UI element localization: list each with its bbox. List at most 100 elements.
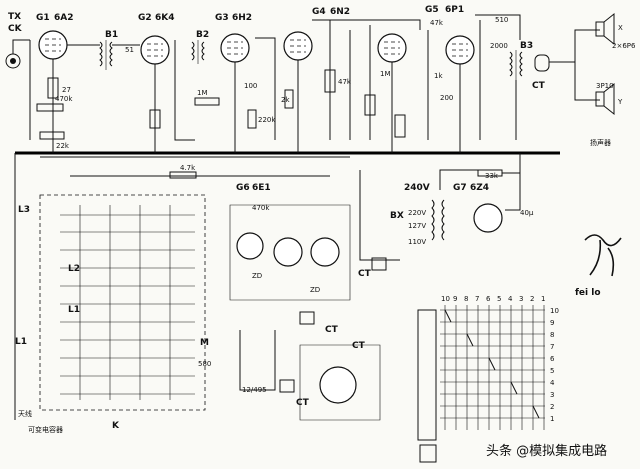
watermark-text: 头条 @模拟集成电路 (486, 443, 607, 459)
speaker-wires (549, 29, 600, 101)
mains-label: 240V (404, 183, 430, 193)
r1m-label: 1M (197, 89, 208, 97)
g1-label: G1 (36, 13, 50, 23)
g4-label: G4 (312, 7, 326, 17)
g5-plate-wire (475, 14, 521, 40)
g5-label: G5 (425, 5, 439, 15)
g4-cathode-wires (297, 60, 393, 153)
matrix-cols (444, 305, 545, 430)
r47k-b-label: 47k (430, 19, 444, 27)
mains-wire (359, 170, 400, 261)
c100a-label: 100 (244, 82, 257, 90)
b2-label: B2 (196, 30, 209, 40)
coil-bank-cols (79, 205, 171, 400)
b2-secondary (201, 41, 205, 61)
input-jack-pin (10, 58, 16, 64)
coil-bank-rows (60, 214, 195, 395)
c580-label: 580 (198, 360, 211, 368)
matrix-top-10: 10 (441, 295, 450, 303)
antenna-label: 天线 (18, 409, 32, 418)
matrix-right-10: 10 (550, 307, 559, 315)
v110-label: 110V (408, 238, 426, 246)
g6-type: 6E1 (252, 183, 271, 193)
c40u-label: 40μ (520, 209, 534, 217)
b3-secondary (519, 51, 523, 77)
g5-wires (427, 20, 481, 140)
resistor-2k-a (284, 89, 294, 109)
matrix-top-4: 4 (508, 295, 513, 303)
r22k-label: 22k (56, 142, 70, 150)
g6-label: G6 (236, 183, 250, 193)
indicator-frame (299, 344, 381, 421)
r200-label: 200 (440, 94, 453, 102)
m-label: M (200, 338, 209, 348)
speaker-x (595, 21, 605, 37)
matrix-top-5: 5 (497, 295, 501, 303)
matrix-diagonals (444, 309, 540, 419)
k-label: K (112, 421, 120, 431)
r1k-label: 1k (434, 72, 443, 80)
ct-g6-plug (371, 257, 387, 271)
coil-bank-frame (39, 194, 206, 411)
matrix-top-2: 2 (530, 295, 534, 303)
extension-speaker-label: 扬声器 (590, 138, 611, 147)
resistor-470k (36, 103, 64, 112)
matrix-top-1: 1 (541, 295, 545, 303)
b3-label: B3 (520, 41, 533, 51)
tube-g5-grid (452, 43, 468, 57)
ct-3-plug (279, 379, 295, 393)
g7-wires (439, 153, 521, 211)
resistor-22k (39, 131, 65, 140)
g1-type: 6A2 (54, 13, 74, 23)
signature-text: fei lo (575, 288, 601, 298)
g7-type: 6Z4 (470, 183, 489, 193)
ground-caption: 可变电容器 (28, 425, 63, 434)
r4_7k-label: 4.7k (180, 164, 196, 172)
tube-g4a-grid (290, 39, 306, 53)
r510-label: 510 (495, 16, 508, 24)
matrix-right-9: 9 (550, 319, 554, 327)
ct-output-label: CT (532, 81, 546, 91)
speaker-y (595, 91, 605, 107)
switch-matrix: 10 9 8 7 6 5 4 3 2 1 10 9 8 7 6 5 4 3 2 … (440, 295, 559, 430)
l2-label: L2 (68, 264, 80, 274)
ct-g6-label: CT (358, 269, 372, 279)
matrix-right-2: 2 (550, 403, 554, 411)
b3-primary (509, 51, 513, 77)
b1-primary (99, 41, 103, 67)
matrix-right-3: 3 (550, 391, 554, 399)
speaker-x-cone (603, 12, 615, 46)
g6-frame (229, 204, 351, 301)
matrix-top-6: 6 (486, 295, 491, 303)
resistor-g4-load (394, 114, 406, 138)
l3-label: L3 (18, 205, 30, 215)
connector-ck-label: CK (8, 24, 23, 34)
tuning-cap-frame (239, 330, 276, 391)
resistor-g4-bias (364, 94, 376, 116)
connector-tx-label: TX (8, 12, 21, 22)
g4-bias-network (312, 19, 421, 140)
output-jack (534, 54, 550, 72)
matrix-right-6: 6 (550, 355, 555, 363)
r47k-label: 47k (338, 78, 352, 86)
speaker-y-cone (603, 82, 615, 116)
r470k-b-label: 470k (252, 204, 270, 212)
speaker-label-1: 2×6P6 (612, 42, 636, 50)
matrix-right-7: 7 (550, 343, 554, 351)
zd2-label: ZD (310, 286, 320, 294)
resistor-27 (47, 77, 59, 99)
tube-g6-socket (273, 237, 303, 267)
ct-4-label: CT (325, 325, 339, 335)
g3-type: 6H2 (232, 13, 252, 23)
speaker-y-label: Y (617, 98, 623, 106)
speaker-label-2: 3P10 (596, 82, 614, 90)
tube-g1-grid (45, 38, 61, 52)
tube-g7 (473, 203, 503, 233)
r470k-label: 470k (55, 95, 73, 103)
zd1-label: ZD (252, 272, 262, 280)
tube-g3-grid (227, 41, 243, 55)
g2-label: G2 (138, 13, 152, 23)
ct-4-plug (299, 311, 315, 325)
